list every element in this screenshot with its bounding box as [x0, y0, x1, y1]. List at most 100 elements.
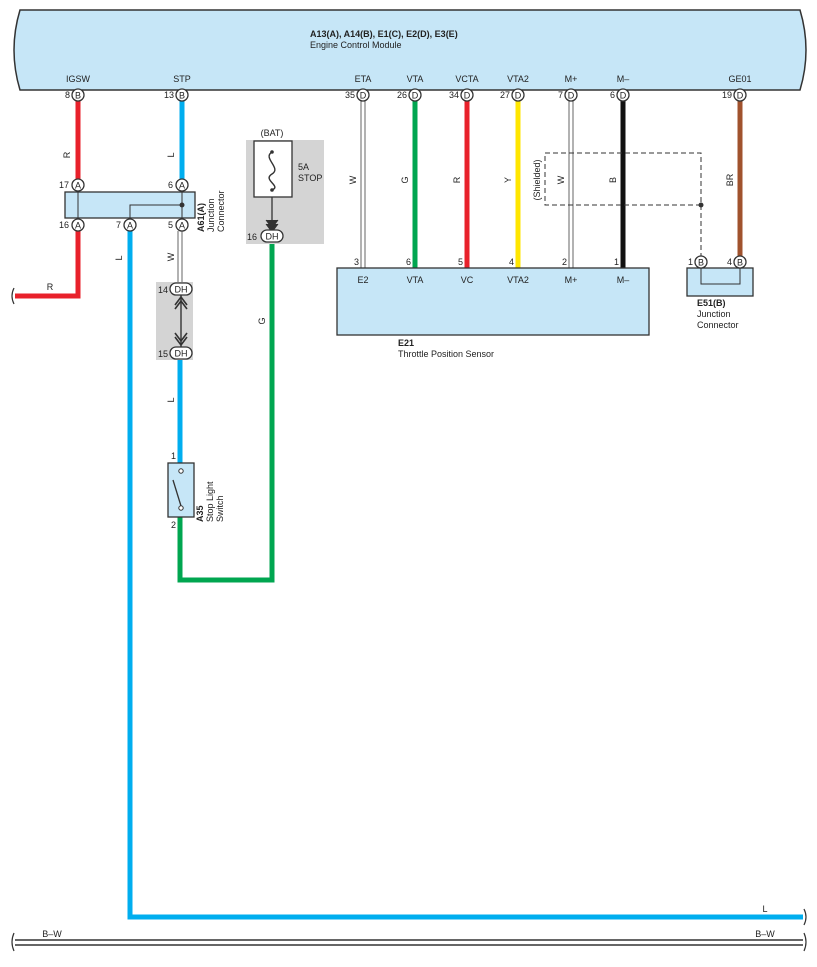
ecm-pin-igsw: 8 B [65, 88, 85, 102]
wire-label-bw-left: B–W [42, 929, 62, 939]
dh-pin-top-number: 14 [158, 285, 168, 295]
fuse-stop: (BAT) 5A STOP 16 DH [246, 128, 324, 244]
switch-contact-bottom [178, 505, 184, 511]
switch-pin-top-number: 1 [171, 451, 176, 461]
a61-pin-5-number: 5 [168, 220, 173, 230]
tps-pin-vc: 5 VC [458, 257, 474, 285]
dh-connector-joint: 14 DH 15 DH [156, 282, 193, 360]
ecm-pin-name-mplus: M+ [565, 74, 578, 84]
fuse-element-icon [268, 151, 276, 191]
ecm-title: A13(A), A14(B), E1(C), E2(D), E3(E) [310, 29, 458, 39]
ecm-pin-number: 27 [500, 90, 510, 100]
wire-label-return-red: R [47, 282, 54, 292]
ecm-pin-name-vcta: VCTA [455, 74, 478, 84]
ecm-pin-conn: D [620, 91, 627, 101]
e51-pin-right-number: 4 [727, 257, 732, 267]
a61-pin-16-number: 16 [59, 220, 69, 230]
fuse-name: STOP [298, 173, 322, 183]
ecm-pin-conn: D [568, 91, 575, 101]
ecm-pin-stp: 13 B [164, 88, 189, 102]
ecm-subtitle: Engine Control Module [310, 40, 402, 50]
a61-pin-6-number: 6 [168, 180, 173, 190]
dh-arrow-up-icon [174, 295, 188, 310]
ecm-pin-name-vta2: VTA2 [507, 74, 529, 84]
wire-label-bw-right: B–W [755, 929, 775, 939]
tps-pin-number: 3 [354, 257, 359, 267]
wire-label-mminus: B [608, 177, 618, 183]
fuse-terminal-top [270, 150, 274, 154]
fuse-terminal-bottom [270, 188, 274, 192]
a61-joint [179, 202, 185, 208]
tps-pin-number: 1 [614, 257, 619, 267]
ecm-pin-conn: B [179, 91, 185, 101]
wire-break-marks [11, 287, 807, 952]
wire-return-red [15, 231, 81, 299]
switch-lever-icon [172, 479, 182, 507]
ecm-pin-conn: B [75, 91, 81, 101]
wire-labels: R L R L W L G W G R Y W B BR L B–W B–W [42, 151, 775, 939]
tps-pin-number: 5 [458, 257, 463, 267]
a61-pin-16-conn: A [75, 221, 81, 231]
ecm-pin-conn: D [737, 91, 744, 101]
switch-id: A35 [195, 505, 205, 522]
wire-label-eta: W [348, 175, 358, 184]
dh-pin-bottom-conn: DH [175, 349, 188, 359]
ecm-pin-number: 19 [722, 90, 732, 100]
ecm-pin-ge01: 19 D [722, 88, 747, 102]
ecm-pin-vta: 26 D [397, 88, 422, 102]
ecm-pin-terminals: 8 B 13 B 35 D 26 D 34 D 27 D [65, 88, 747, 102]
tps-pin-label: VTA [407, 275, 424, 285]
wire-label-vta: G [400, 176, 410, 183]
dh-arrow-down-icon [174, 332, 188, 347]
wire-label-igsw: R [62, 151, 72, 158]
junction-connector-a61: 17 A 6 A 16 A 7 A 5 A A61(A) Junction Co… [59, 178, 226, 232]
e51-pin-right [733, 255, 747, 269]
tps-pin-number: 2 [562, 257, 567, 267]
dh-pin-top-conn: DH [175, 285, 188, 295]
wire-label-a61-bottom: L [114, 255, 124, 260]
a61-id: A61(A) [196, 203, 206, 232]
tps-pin-number: 4 [509, 257, 514, 267]
a61-pin-17 [71, 178, 85, 192]
tps-pin-vta: 6 VTA [406, 257, 423, 285]
a61-name: Junction [206, 198, 216, 232]
tps-pin-e2: 3 E2 [354, 257, 369, 285]
a61-pin-16 [71, 218, 85, 232]
tps-pin-label: M+ [565, 275, 578, 285]
ecm-pin-number: 7 [558, 90, 563, 100]
break-mark-red [11, 287, 15, 305]
e51-pin-left [694, 255, 708, 269]
ecm-pin-conn: D [412, 91, 419, 101]
e51-pin-left-conn: B [698, 258, 704, 268]
ecm-pin-number: 34 [449, 90, 459, 100]
switch-name-2: Switch [215, 495, 225, 522]
ecm-pin-name-ge01: GE01 [728, 74, 751, 84]
dh-pin-bottom-terminal [169, 346, 193, 360]
ecm-pin-name-mminus: M– [617, 74, 630, 84]
fuse-body [253, 140, 293, 198]
ecm-pin-mplus: 7 D [558, 88, 578, 102]
wire-label-mplus: W [556, 175, 566, 184]
shield-label: (Shielded) [532, 159, 542, 200]
fuse-rating: 5A [298, 162, 309, 172]
ecm-pin-number: 13 [164, 90, 174, 100]
wire-bottom-blue [127, 231, 803, 920]
ecm-pin-number: 6 [610, 90, 615, 100]
break-mark-blue [803, 908, 807, 926]
switch-pin-bottom-number: 2 [171, 520, 176, 530]
e51-id: E51(B) [697, 298, 726, 308]
wire-label-vta2: Y [503, 177, 513, 183]
tps-pin-label: VC [461, 275, 474, 285]
a61-pin-7-conn: A [127, 221, 133, 231]
junction-connector-e51: 1 B 4 B E51(B) Junction Connector [686, 255, 754, 330]
stop-light-switch: 1 2 A35 Stop Light Switch [167, 451, 225, 530]
wire-fuse-green [177, 243, 275, 583]
a61-name-2: Connector [216, 190, 226, 232]
ecm-pin-name-stp: STP [173, 74, 191, 84]
ecm-pin-conn: D [360, 91, 367, 101]
a61-pin-5-conn: A [179, 221, 185, 231]
ecm-pin-vcta: 34 D [449, 88, 474, 102]
tps-pin-mminus: 1 M– [614, 257, 629, 285]
fuse-pin-conn: DH [266, 232, 279, 242]
